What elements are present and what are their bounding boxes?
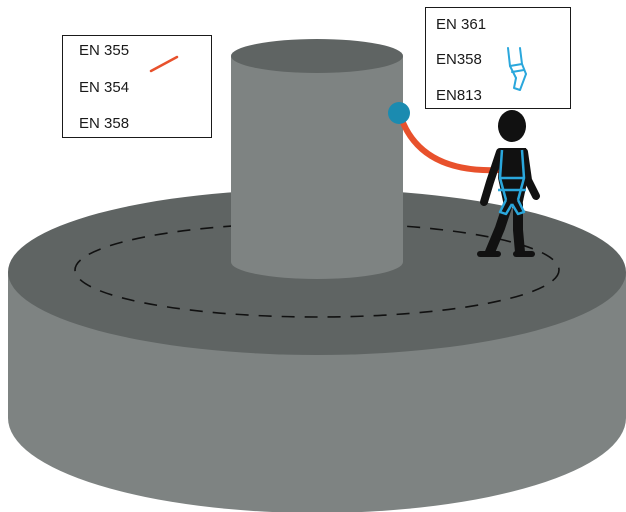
figure-head [498,110,526,142]
standard-label-en361: EN 361 [436,16,486,34]
harness-icon [502,44,532,92]
standard-label-en354: EN 354 [79,79,129,97]
anchor-point-icon [388,102,410,124]
lanyard-line [400,115,500,170]
standards-label-box-left: EN 355 EN 354 EN 358 [62,35,212,138]
figure-right-leg [518,204,520,252]
standard-label-en358-right: EN358 [436,51,482,69]
column-top [231,39,403,73]
lanyard-line-icon [147,53,183,75]
anchor-column [231,39,403,279]
standard-label-en358: EN 358 [79,115,129,133]
figure-left-arm [484,152,500,202]
column-side [231,56,403,279]
standard-label-en355: EN 355 [79,42,129,60]
standards-label-box-right: EN 361 EN358 EN813 [425,7,571,109]
standard-label-en813: EN813 [436,87,482,105]
